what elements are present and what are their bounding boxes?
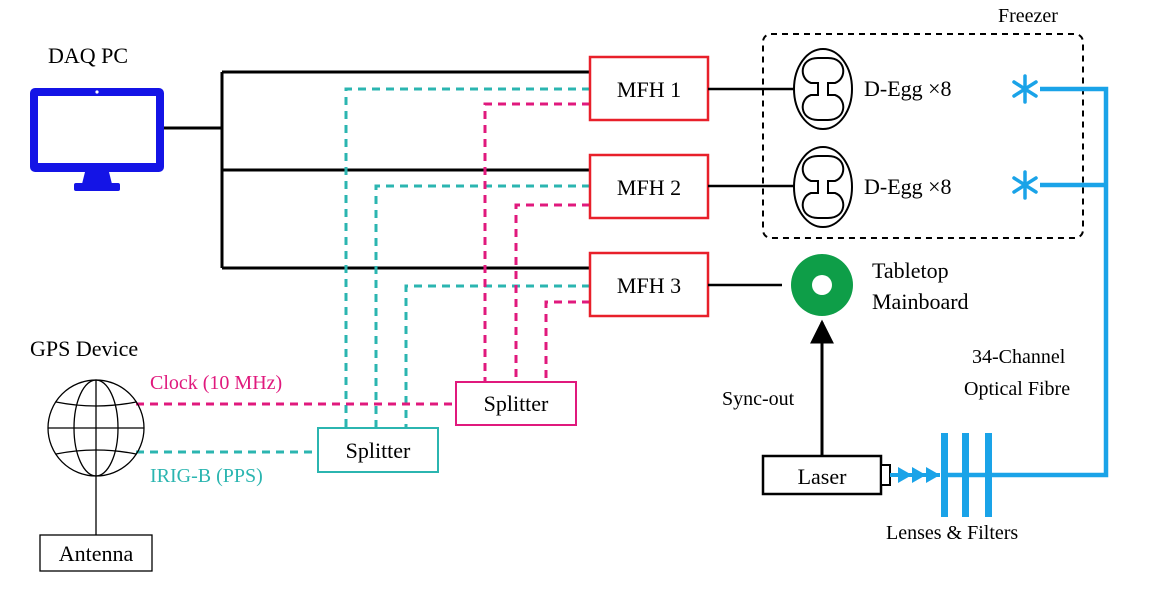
antenna-label: Antenna bbox=[59, 541, 134, 566]
data-bus bbox=[164, 70, 590, 270]
fibre-label-line2: Optical Fibre bbox=[964, 378, 1070, 400]
d-egg-2-label: D-Egg ×8 bbox=[864, 174, 952, 199]
tabletop-label-line1: Tabletop bbox=[872, 258, 949, 283]
freezer-label: Freezer bbox=[998, 5, 1058, 27]
mainboard-ring-icon bbox=[791, 254, 853, 316]
mfh-2: MFH 2 bbox=[588, 153, 710, 220]
freezer: Freezer bbox=[762, 5, 1084, 239]
mfh-1: MFH 1 bbox=[588, 55, 710, 122]
tabletop-label-line2: Mainboard bbox=[872, 289, 969, 314]
mfh-links bbox=[708, 87, 800, 287]
gps-device-label: GPS Device bbox=[30, 336, 138, 361]
laser: Laser bbox=[761, 454, 891, 496]
splitter-clock: Splitter bbox=[455, 381, 577, 426]
d-egg-1-label: D-Egg ×8 bbox=[864, 76, 952, 101]
d-egg-icon bbox=[793, 146, 853, 228]
antenna-box: Antenna bbox=[39, 534, 153, 572]
globe-icon bbox=[47, 379, 145, 477]
mfh-1-label: MFH 1 bbox=[617, 77, 681, 102]
splitter-irig-label: Splitter bbox=[346, 438, 411, 463]
fibre-label-line1: 34-Channel bbox=[972, 346, 1066, 368]
sync-out-label: Sync-out bbox=[722, 388, 795, 410]
splitter-irig: Splitter bbox=[317, 427, 439, 473]
optical-fibre bbox=[985, 86, 1109, 478]
laser-beam bbox=[890, 467, 940, 483]
clock-label: Clock (10 MHz) bbox=[150, 372, 282, 394]
lenses-label: Lenses & Filters bbox=[886, 522, 1018, 544]
asterisk-icon bbox=[1012, 170, 1038, 200]
daq-pc-label: DAQ PC bbox=[48, 43, 128, 68]
mfh-3-label: MFH 3 bbox=[617, 273, 681, 298]
asterisk-icon bbox=[1012, 74, 1038, 104]
computer-monitor-icon bbox=[30, 88, 164, 191]
mfh-3: MFH 3 bbox=[588, 251, 710, 318]
d-egg-icon bbox=[793, 48, 853, 130]
mfh-2-label: MFH 2 bbox=[617, 175, 681, 200]
irig-label: IRIG-B (PPS) bbox=[150, 465, 263, 487]
laser-label: Laser bbox=[798, 464, 848, 489]
clock-lines bbox=[136, 102, 590, 406]
lenses-filters bbox=[941, 433, 992, 517]
splitter-clock-label: Splitter bbox=[484, 391, 549, 416]
irig-lines bbox=[136, 87, 590, 454]
daq-pc: DAQ PC bbox=[30, 43, 164, 191]
